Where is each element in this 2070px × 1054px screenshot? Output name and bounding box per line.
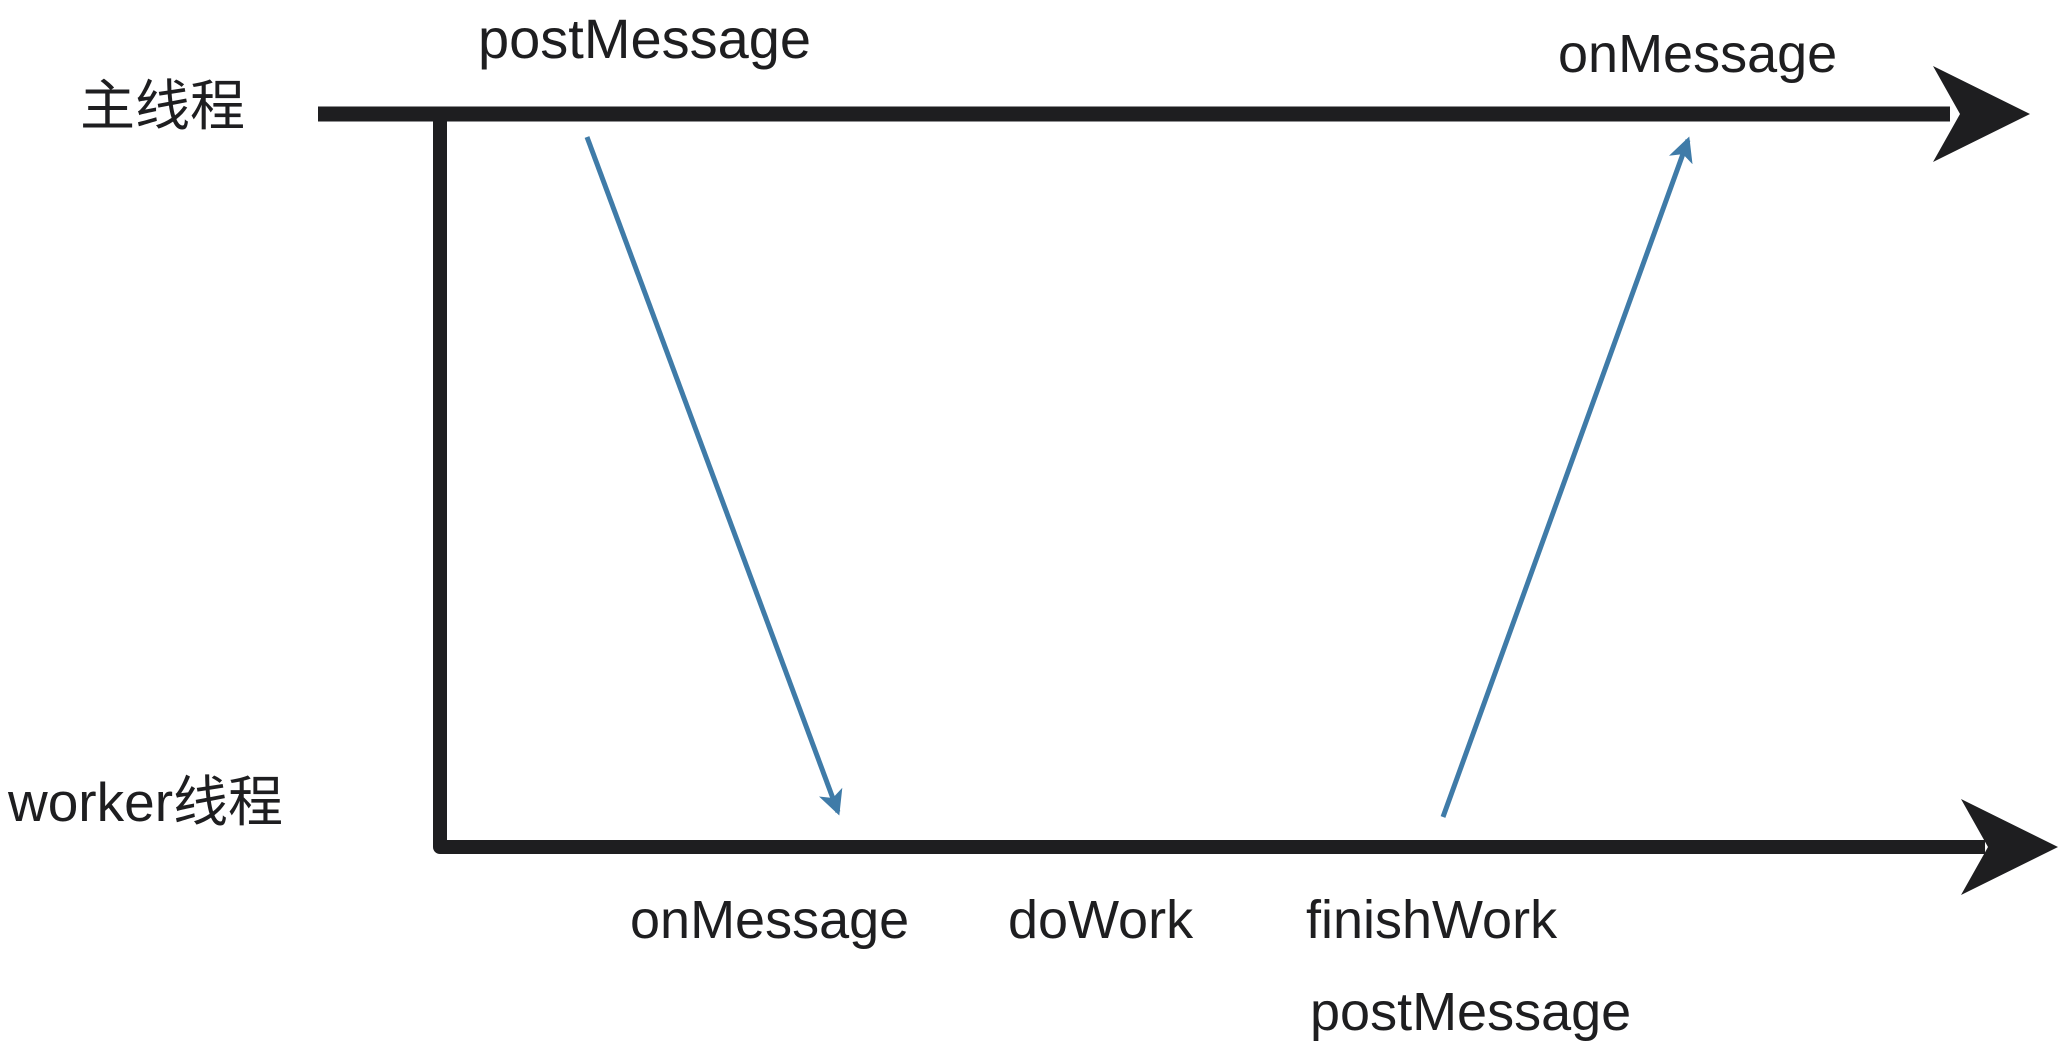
postmessage-main-label: postMessage [478, 7, 812, 70]
main-thread-label: 主线程 [80, 75, 246, 137]
postmessage-worker-label: postMessage [1310, 982, 1632, 1042]
thread-connector-and-worker-timeline [433, 117, 1985, 854]
dowork-label: doWork [1008, 890, 1194, 950]
message-to-main-arrow [1440, 136, 1693, 818]
message-to-worker-arrow [584, 136, 843, 816]
finishwork-label: finishWork [1306, 890, 1558, 950]
worker-thread-label: worker线程 [8, 771, 284, 833]
worker-thread-arrowhead-icon [1961, 799, 2058, 895]
onmessage-main-label: onMessage [1558, 24, 1838, 84]
onmessage-worker-label: onMessage [630, 890, 910, 950]
main-thread-arrowhead-icon [1933, 66, 2030, 162]
